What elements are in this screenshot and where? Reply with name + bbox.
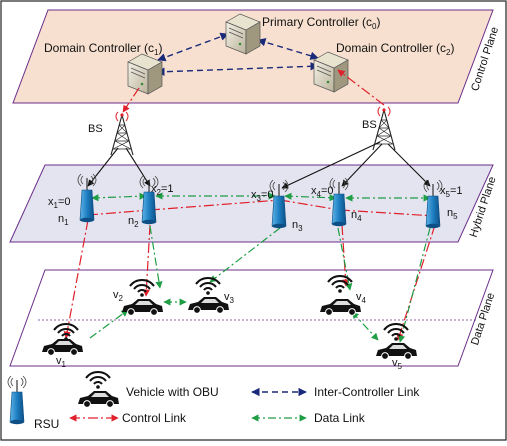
vehicle-v4: v4 [319,275,367,316]
svg-text:Domain Controller (c2): Domain Controller (c2) [336,41,455,57]
svg-text:Domain Controller (c1): Domain Controller (c1) [44,41,163,57]
legend-rsu-label: RSU [34,417,59,431]
vehicle-v5: v5 [375,323,418,371]
vehicle-v4-label: v4 [356,291,367,305]
data-links [89,192,431,343]
domain-controller-c1-label: Domain Controller (c [44,41,154,55]
rsu-n1-x-label: x1=0 [48,196,71,210]
vehicle-v3-label: v3 [224,291,235,305]
primary-controller-sub: 0 [372,22,377,31]
legend: RSU Vehicle with OBU Control Link Inter-… [7,371,420,431]
vehicle-v1: v1 [41,323,84,369]
rsu-n3-x-label: x3=0 [251,189,274,203]
base-station-1: BS [88,111,134,156]
domain-controller-c1: Domain Controller (c1) [44,41,163,95]
rsu-n5-label: n5 [447,207,458,221]
hybrid-plane [9,164,494,243]
rsu-n4-label: n4 [351,209,362,223]
domain-controller-c2-label: Domain Controller (c [336,41,446,55]
legend-vehicle-icon [77,371,120,408]
data-plane [9,269,494,367]
domain-controller-c2: Domain Controller (c2) [313,41,455,93]
bs-1-label: BS [88,123,103,135]
vehicle-v2-label: v2 [113,289,124,303]
vehicle-v5-label: v5 [392,357,403,371]
rsu-n1-label: n1 [58,213,69,227]
rsu-n2-label: n2 [128,215,139,229]
legend-control-link-label: Control Link [122,411,187,425]
legend-rsu-icon [7,375,27,425]
bs-2-label: BS [362,119,377,131]
primary-controller: Primary Controller (c0) [225,13,380,55]
rsu-n2-x-label: x2=1 [151,183,174,197]
base-station-2: BS [362,106,396,151]
rsu-n5-x-label: x5=1 [440,185,463,199]
rsu-n4-x-label: x4=0 [311,185,334,199]
primary-controller-label: Primary Controller (c [262,15,372,29]
inter-controller-links [156,32,319,76]
vehicle-v3: v3 [187,277,235,314]
svg-text:Primary Controller (c0): Primary Controller (c0) [262,15,380,31]
vehicle-v2: v2 [113,279,164,316]
rsu-n3-label: n3 [292,219,303,233]
legend-vehicle-label: Vehicle with OBU [126,385,219,399]
vehicle-v1-label: v1 [56,355,67,369]
legend-inter-controller-label: Inter-Controller Link [314,385,420,399]
legend-data-link-label: Data Link [314,411,366,425]
